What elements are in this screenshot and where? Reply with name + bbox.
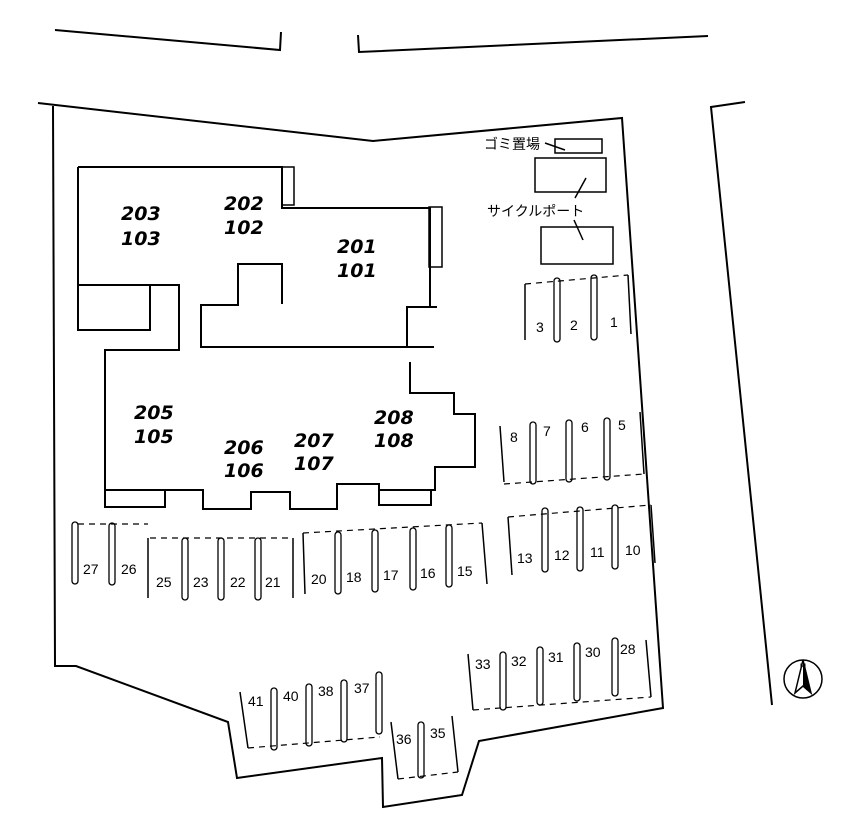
stall-label: 17 bbox=[383, 567, 399, 583]
stall-label: 28 bbox=[620, 641, 636, 657]
north-compass-icon: N bbox=[783, 659, 823, 699]
stall-label: 12 bbox=[554, 547, 570, 563]
stall-label: 33 bbox=[475, 656, 491, 672]
stall-label: 5 bbox=[618, 417, 626, 433]
stall-label: 13 bbox=[517, 550, 533, 566]
stall-label: 7 bbox=[543, 423, 551, 439]
stall-label: 21 bbox=[265, 574, 281, 590]
building bbox=[77, 166, 476, 510]
unit-205-label: 205 bbox=[134, 402, 174, 424]
stall-label: 32 bbox=[511, 653, 527, 669]
unit-labels: 203 103 202 102 201 101 205 105 206 106 … bbox=[121, 193, 414, 482]
unit-101-label: 101 bbox=[337, 260, 377, 282]
stall-label: 15 bbox=[457, 563, 473, 579]
bicycle-port-label: サイクルポート bbox=[487, 204, 584, 220]
unit-106-label: 106 bbox=[224, 460, 264, 482]
unit-103-label: 103 bbox=[121, 228, 161, 250]
stall-label: 30 bbox=[585, 644, 601, 660]
stall-label: 25 bbox=[156, 574, 172, 590]
bicycle-port-2 bbox=[540, 226, 614, 265]
unit-105-label: 105 bbox=[134, 426, 174, 448]
stall-label: 35 bbox=[430, 725, 446, 741]
unit-108-label: 108 bbox=[374, 430, 414, 452]
stall-label: 2 bbox=[570, 317, 578, 333]
stall-label: 37 bbox=[354, 680, 370, 696]
stall-label: 10 bbox=[625, 542, 641, 558]
stall-label: 36 bbox=[396, 731, 412, 747]
stall-label: 16 bbox=[420, 565, 436, 581]
stall-label: 40 bbox=[283, 688, 299, 704]
stall-label: 6 bbox=[581, 419, 589, 435]
stall-label: 20 bbox=[311, 571, 327, 587]
unit-203-label: 203 bbox=[121, 203, 161, 225]
bicycle-port-1 bbox=[534, 157, 607, 193]
stall-label: 8 bbox=[510, 429, 518, 445]
north-label: N bbox=[800, 663, 807, 673]
unit-102-label: 102 bbox=[224, 217, 264, 239]
stall-label: 3 bbox=[536, 319, 544, 335]
garbage-label: ゴミ置場 bbox=[484, 136, 540, 153]
unit-206-label: 206 bbox=[224, 437, 264, 459]
stall-label: 38 bbox=[318, 683, 334, 699]
facilities: ゴミ置場 サイクルポート bbox=[484, 136, 614, 265]
unit-207-label: 207 bbox=[294, 430, 334, 452]
stall-label: 1 bbox=[610, 314, 618, 330]
site-boundary bbox=[37, 102, 665, 809]
parking: 1 2 3 5 6 7 8 10 11 12 13 15 16 17 18 20… bbox=[71, 274, 656, 780]
stall-label: 11 bbox=[590, 544, 605, 560]
stall-label: 41 bbox=[248, 693, 264, 709]
stall-label: 22 bbox=[230, 574, 246, 590]
unit-201-label: 201 bbox=[337, 236, 377, 258]
roads bbox=[54, 29, 773, 706]
garbage-area bbox=[554, 138, 603, 154]
stall-label: 31 bbox=[548, 649, 564, 665]
stall-label: 18 bbox=[346, 569, 362, 585]
unit-107-label: 107 bbox=[294, 453, 334, 475]
stall-label: 23 bbox=[193, 574, 209, 590]
unit-208-label: 208 bbox=[374, 407, 414, 429]
stall-label: 26 bbox=[121, 561, 137, 577]
stall-label: 27 bbox=[83, 561, 99, 577]
unit-202-label: 202 bbox=[224, 193, 264, 215]
